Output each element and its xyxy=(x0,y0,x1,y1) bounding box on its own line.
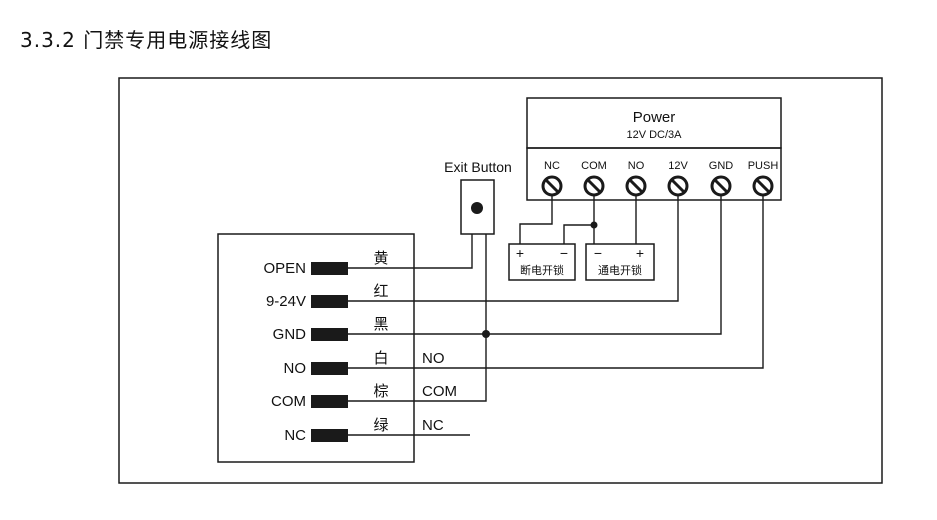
pin-connector xyxy=(311,429,348,442)
lock-fail-safe-label: 通电开锁 xyxy=(598,263,642,277)
pin-label-9-24v: 9-24V xyxy=(266,293,306,310)
wire-color-green: 绿 xyxy=(373,416,388,434)
lock-fail-secure-plus: + xyxy=(516,245,524,261)
wire-color-black: 黑 xyxy=(373,315,388,333)
power-supply: Power 12V DC/3A NC COM NO 12V GND PUSH xyxy=(526,97,782,201)
wire-label-no: NO xyxy=(422,350,445,367)
terminal-screw-gnd xyxy=(710,175,732,197)
pin-connector xyxy=(311,362,348,375)
wire-label-nc: NC xyxy=(422,417,444,434)
junction-dot xyxy=(590,221,598,229)
lock-fail-safe-minus: − xyxy=(594,245,602,261)
pin-label-com: COM xyxy=(271,393,306,410)
wire-label-com: COM xyxy=(422,383,457,400)
wire-com-left xyxy=(563,224,594,244)
wire-color-red: 红 xyxy=(373,282,388,300)
pin-label-no: NO xyxy=(284,360,307,377)
lock-fail-safe: − + 通电开锁 xyxy=(585,243,655,281)
wire-color-yellow: 黄 xyxy=(373,249,388,267)
page-title: 3.3.2 门禁专用电源接线图 xyxy=(20,28,273,52)
terminal-label-push: PUSH xyxy=(748,160,779,172)
controller: OPEN 9-24V GND NO COM NC 黄 红 黑 白 棕 绿 NO … xyxy=(217,233,457,463)
wires xyxy=(348,195,764,436)
terminal-screw-no xyxy=(625,175,647,197)
wire-open xyxy=(348,234,473,269)
wire-no xyxy=(348,195,764,369)
pin-connector xyxy=(311,262,348,275)
pin-connector xyxy=(311,328,348,341)
exit-button-knob xyxy=(471,202,483,214)
terminal-label-12v: 12V xyxy=(668,160,688,172)
terminal-screw-com xyxy=(583,175,605,197)
wire-gnd xyxy=(348,195,722,335)
power-terminal-box xyxy=(526,147,782,201)
wire-9-24v xyxy=(348,195,679,302)
wire-nc-to-lock xyxy=(519,195,553,244)
pin-label-gnd: GND xyxy=(273,326,307,343)
exit-button-label: Exit Button xyxy=(444,159,512,175)
lock-fail-secure-minus: − xyxy=(560,245,568,261)
lock-fail-safe-plus: + xyxy=(636,245,644,261)
power-name: Power xyxy=(633,109,676,126)
terminal-label-gnd: GND xyxy=(709,160,734,172)
controller-box xyxy=(217,233,415,463)
pin-label-nc: NC xyxy=(284,427,306,444)
diagram-frame xyxy=(118,77,883,484)
lock-fail-secure: + − 断电开锁 xyxy=(508,243,576,281)
pin-connector xyxy=(311,295,348,308)
lock-fail-secure-label: 断电开锁 xyxy=(520,263,564,277)
junction-dot xyxy=(482,330,490,338)
wire-color-brown: 棕 xyxy=(373,382,388,400)
terminal-screw-push xyxy=(752,175,774,197)
terminal-label-no: NO xyxy=(628,160,645,172)
terminal-screw-12v xyxy=(667,175,689,197)
pin-label-open: OPEN xyxy=(263,260,306,277)
terminal-screw-nc xyxy=(541,175,563,197)
terminal-label-com: COM xyxy=(581,160,607,172)
pin-connector xyxy=(311,395,348,408)
exit-button: Exit Button xyxy=(444,159,512,235)
terminal-label-nc: NC xyxy=(544,160,560,172)
wire-color-white: 白 xyxy=(373,349,388,367)
wire-com xyxy=(348,234,487,402)
power-spec: 12V DC/3A xyxy=(626,129,682,141)
